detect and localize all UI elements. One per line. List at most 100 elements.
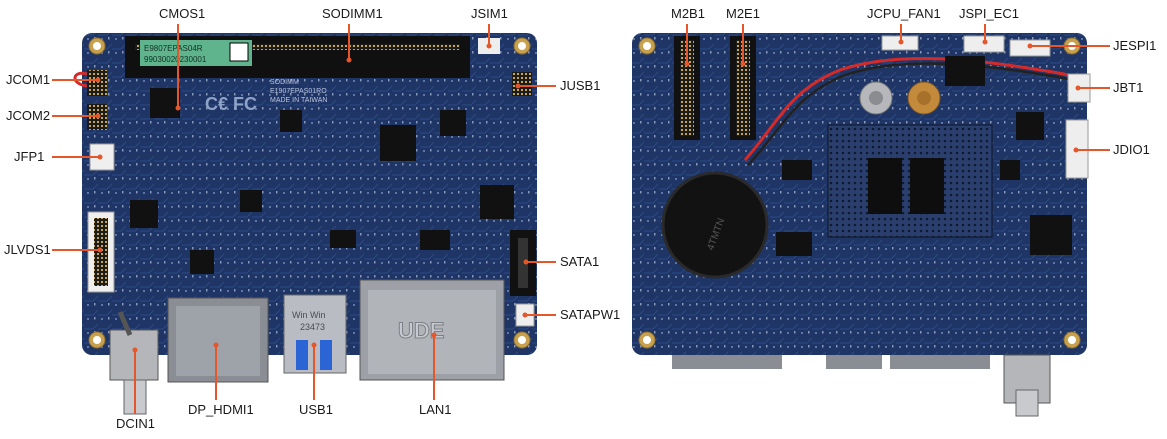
leader-dot-satapw1 bbox=[522, 312, 528, 318]
lan-face bbox=[368, 290, 496, 374]
leader-dot-jusb1 bbox=[515, 83, 521, 89]
label-usb1: USB1 bbox=[299, 402, 333, 417]
leader-dot-cmos1 bbox=[175, 105, 181, 111]
label-dp-hdmi1: DP_HDMI1 bbox=[188, 402, 254, 417]
sata1-slot bbox=[518, 238, 528, 288]
label-sodimm1: SODIMM1 bbox=[322, 6, 383, 21]
leader-dot-m2e1 bbox=[740, 61, 746, 67]
leader-dot-jsim1 bbox=[486, 43, 492, 49]
jcom1-wire bbox=[73, 71, 88, 88]
leader-lines bbox=[52, 24, 1110, 414]
dcin-barrel-back bbox=[1015, 389, 1039, 417]
leader-dot-jcpu-fan1 bbox=[898, 39, 904, 45]
chip bbox=[330, 230, 356, 248]
label-satapw1: SATAPW1 bbox=[560, 307, 621, 322]
leader-dot-jcom2 bbox=[95, 113, 101, 119]
leader-dot-jspi-ec1 bbox=[982, 39, 988, 45]
chip bbox=[130, 200, 158, 228]
label-jcom1: JCOM1 bbox=[6, 72, 51, 87]
label-jdio1: JDIO1 bbox=[1113, 142, 1150, 157]
leader-dot-jcom1 bbox=[95, 77, 101, 83]
back-board: 4TMTN bbox=[632, 33, 1091, 417]
leader-dot-jdio1 bbox=[1073, 147, 1079, 153]
silkscreen-line3: MADE IN TAIWAN bbox=[270, 97, 327, 104]
mount-hole bbox=[643, 336, 651, 344]
standoff bbox=[917, 91, 931, 105]
leader-dot-jlvds1 bbox=[97, 247, 103, 253]
chip bbox=[1030, 215, 1072, 255]
chip bbox=[190, 250, 214, 274]
label-lan1: LAN1 bbox=[419, 402, 452, 417]
leader-dot-sodimm1 bbox=[346, 57, 352, 63]
leader-dot-m2b1 bbox=[684, 61, 690, 67]
jusb-header bbox=[512, 72, 532, 96]
chip bbox=[420, 230, 450, 250]
chip bbox=[280, 110, 302, 132]
jcom1-header bbox=[87, 70, 107, 96]
label-jlvds1: JLVDS1 bbox=[4, 242, 51, 257]
silkscreen-line2: E1907EPAS01RO bbox=[270, 88, 327, 95]
label-dcin1: DCIN1 bbox=[116, 416, 156, 431]
port-underside bbox=[890, 355, 990, 369]
cmos-battery bbox=[661, 171, 769, 279]
mount-hole bbox=[1068, 336, 1076, 344]
usb-insert bbox=[296, 340, 308, 370]
label-jcom2: JCOM2 bbox=[6, 108, 51, 123]
m2e1-pins bbox=[736, 40, 750, 136]
m2b1-pins bbox=[680, 40, 694, 136]
label-cmos1: CMOS1 bbox=[159, 6, 206, 21]
cpu-die bbox=[910, 158, 944, 214]
port-underside bbox=[672, 355, 782, 369]
leader-dot-lan1 bbox=[431, 332, 437, 338]
label-jfp1: JFP1 bbox=[14, 149, 45, 164]
label-jbt1: JBT1 bbox=[1113, 80, 1144, 95]
silkscreen-line1: SODIMM bbox=[270, 79, 299, 86]
chip bbox=[380, 125, 416, 161]
leader-dot-jespi1 bbox=[1027, 43, 1033, 49]
mount-hole bbox=[518, 336, 526, 344]
chip bbox=[945, 56, 985, 86]
dcin-cable bbox=[117, 311, 133, 336]
ce-fc-marks: C€ FC bbox=[205, 94, 257, 114]
standoff bbox=[869, 91, 883, 105]
sodimm-sticker-line1: E9807EPAS04R bbox=[144, 44, 203, 53]
label-jespi1: JESPI1 bbox=[1113, 38, 1157, 53]
chip bbox=[440, 110, 466, 136]
front-board: E9807EPAS04R 99030020230001 C€ FC SODIMM… bbox=[73, 33, 537, 415]
port-underside bbox=[826, 355, 882, 369]
chip bbox=[240, 190, 262, 212]
label-jspi-ec1: JSPI_EC1 bbox=[959, 6, 1019, 21]
sodimm-sticker-line2: 99030020230001 bbox=[144, 55, 207, 64]
label-m2e1: M2E1 bbox=[726, 6, 760, 21]
leader-dot-jfp1 bbox=[97, 154, 103, 160]
sodimm-pins bbox=[135, 44, 460, 50]
mount-hole bbox=[93, 336, 101, 344]
chip bbox=[776, 232, 812, 256]
leader-dot-usb1 bbox=[311, 342, 317, 348]
usb-code: 23473 bbox=[300, 322, 325, 332]
leader-dot-jbt1 bbox=[1075, 85, 1081, 91]
mount-hole bbox=[93, 42, 101, 50]
usb-insert bbox=[320, 340, 332, 370]
chip bbox=[480, 185, 514, 219]
chip bbox=[150, 88, 180, 118]
leader-dot-dp-hdmi1 bbox=[213, 342, 219, 348]
label-sata1: SATA1 bbox=[560, 254, 600, 269]
mount-hole bbox=[643, 42, 651, 50]
leader-dot-dcin1 bbox=[132, 347, 138, 353]
usb-brand: Win Win bbox=[292, 310, 326, 320]
label-jcpu-fan1: JCPU_FAN1 bbox=[867, 6, 941, 21]
lan-brand: UDE bbox=[398, 318, 444, 343]
dp-hdmi-face bbox=[176, 306, 260, 376]
cpu-die bbox=[868, 158, 902, 214]
mount-hole bbox=[518, 42, 526, 50]
chip bbox=[782, 160, 812, 180]
chip bbox=[1016, 112, 1044, 140]
leader-dot-sata1 bbox=[523, 259, 529, 265]
sodimm-qr-code bbox=[229, 42, 249, 62]
front-pcb bbox=[82, 33, 537, 355]
chip bbox=[1000, 160, 1020, 180]
label-jsim1: JSIM1 bbox=[471, 6, 508, 21]
label-m2b1: M2B1 bbox=[671, 6, 705, 21]
